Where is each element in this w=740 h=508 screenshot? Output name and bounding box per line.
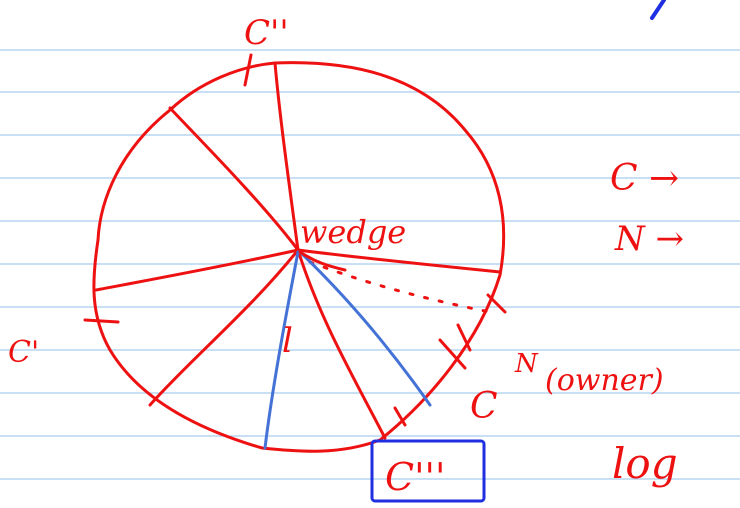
- label-owner: (owner): [545, 363, 664, 398]
- label-n-arrow: N →: [614, 219, 684, 259]
- ring-ticks: [83, 53, 507, 427]
- label-c-arrow: C →: [610, 158, 679, 199]
- label-boxed-node: C''': [385, 455, 445, 499]
- label-ell: l: [282, 321, 293, 361]
- label-node-c: C: [470, 386, 498, 427]
- label-node-n: N: [514, 349, 539, 379]
- ring-circle: [92, 61, 506, 453]
- boxed-node-frame: [370, 439, 486, 503]
- dotted-line-to-n: [308, 260, 492, 314]
- wedge-spokes: [94, 61, 502, 440]
- blue-wedge-lines: [263, 250, 432, 450]
- label-c-prime: C': [8, 335, 39, 370]
- label-wedge: wedge: [300, 213, 406, 251]
- partial-blue-stroke: [650, 0, 666, 20]
- label-c-double-prime: C'': [244, 13, 289, 53]
- label-log: log: [612, 439, 678, 488]
- ruled-lines: [0, 49, 740, 480]
